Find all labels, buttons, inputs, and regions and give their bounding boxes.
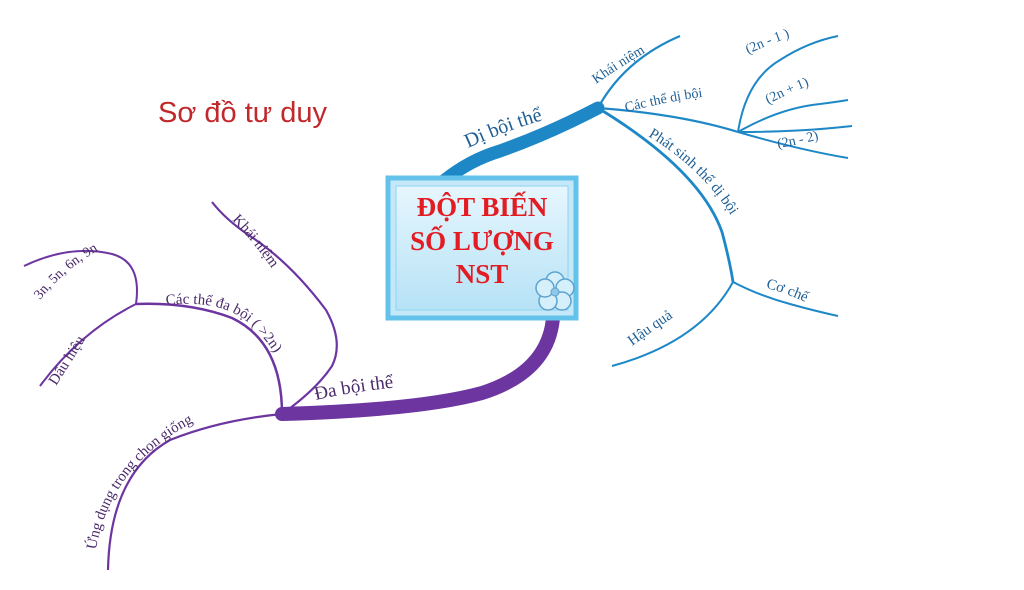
blue-consequence-line: [611, 281, 734, 367]
label-dau-hieu: Dấu hiệu: [46, 333, 89, 388]
label-purple-khai-niem: Khái niệm: [229, 212, 282, 271]
label-ung-dung: Ứng dụng trong chọn giống: [83, 411, 196, 550]
blue-type-line-1: [737, 35, 839, 133]
blue-origin-line: [597, 106, 735, 283]
center-line-3: NST: [456, 259, 509, 289]
label-co-che: Cơ chế: [765, 276, 811, 306]
purple-type-line-1: [23, 249, 138, 305]
label-phat-sinh: Phát sinh thể dị bội: [646, 126, 741, 218]
center-line-1: ĐỘT BIẾN: [417, 191, 548, 222]
label-cac-the-da-boi: Các thể đa bội ( >2n): [165, 292, 285, 356]
purple-application-line: [106, 412, 283, 571]
flower-icon: [535, 271, 575, 311]
page-title: Sơ đồ tư duy: [158, 97, 328, 129]
blue-concept-line: [597, 34, 681, 109]
blue-mechanism-line: [732, 281, 839, 317]
purple-branch: [23, 201, 560, 571]
purple-signs-line: [39, 303, 137, 387]
blue-type-line-2: [737, 99, 849, 133]
label-2n-plus-1: (2n + 1): [763, 75, 811, 107]
purple-types-line: [135, 302, 284, 415]
center-node: ĐỘT BIẾN SỐ LƯỢNG NST: [385, 175, 579, 321]
purple-main-branch: [275, 311, 560, 421]
blue-type-line-4: [737, 131, 849, 159]
blue-main-branch: [438, 101, 605, 187]
blue-branch: [438, 34, 853, 367]
label-2n-minus-1: (2n - 1 ): [743, 27, 791, 58]
center-line-2: SỐ LƯỢNG: [410, 225, 554, 256]
purple-concept-line: [211, 201, 338, 415]
label-hau-qua: Hậu quả: [625, 307, 676, 349]
label-cac-the-di-boi: Các thể dị bội: [623, 86, 703, 116]
blue-types-line: [597, 106, 739, 134]
blue-type-line-3: [737, 125, 853, 133]
label-blue-khai-niem: Khái niệm: [590, 43, 648, 87]
